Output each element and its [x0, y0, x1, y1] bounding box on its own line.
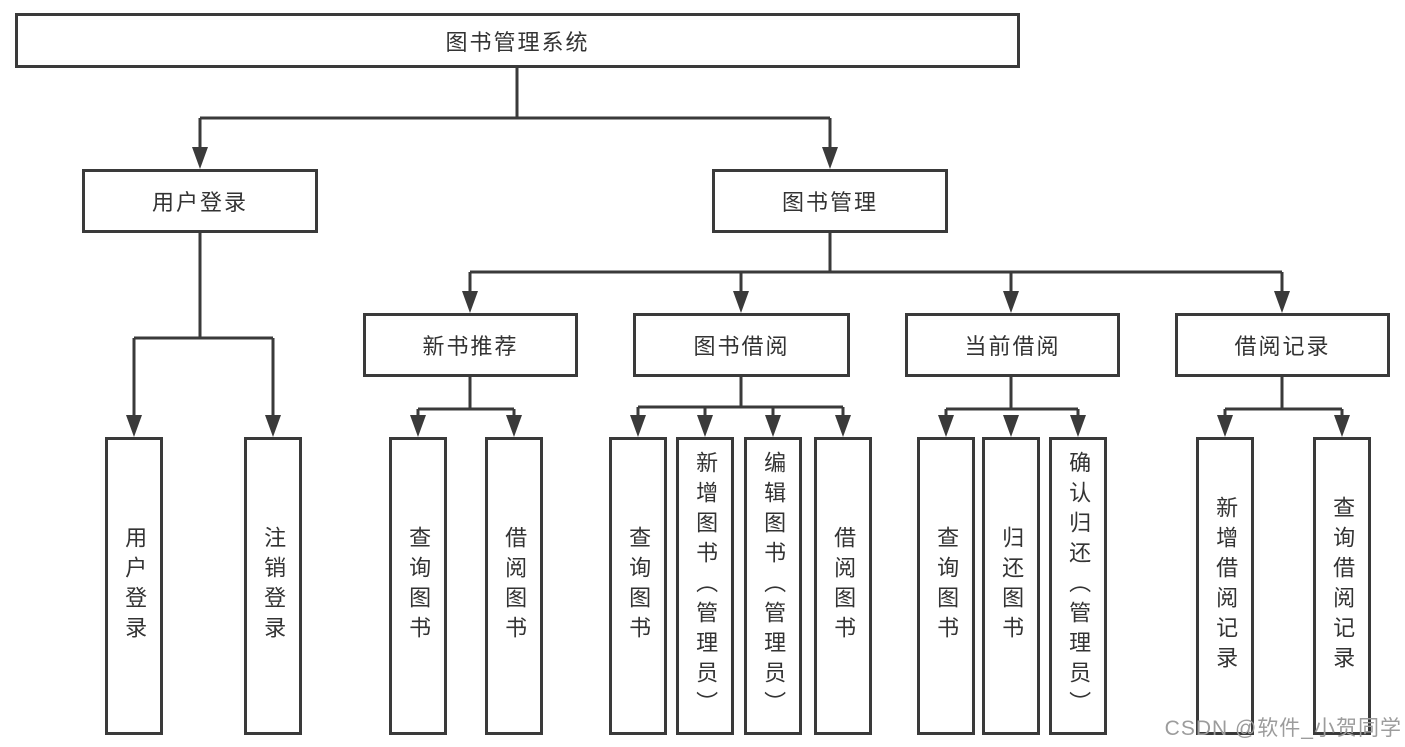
node-book-management: 图书管理 — [712, 169, 948, 233]
node-label: 图书管理 — [781, 190, 878, 215]
node-label: 图书借阅 — [693, 334, 790, 359]
leaf-query-books: 查询图书 — [389, 437, 447, 735]
leaf-label: 编辑图书（管理员） — [761, 451, 787, 721]
node-label: 当前借阅 — [964, 334, 1061, 359]
node-label: 图书管理系统 — [445, 29, 590, 55]
node-book-borrow: 图书借阅 — [633, 313, 850, 377]
leaf-query-borrow-record: 查询借阅记录 — [1313, 437, 1371, 735]
leaf-label: 归还图书 — [999, 526, 1025, 646]
leaf-logout: 注销登录 — [244, 437, 302, 735]
watermark: CSDN @软件_小贺同学 — [1164, 717, 1402, 740]
leaf-label: 借阅图书 — [502, 526, 528, 646]
node-user-login: 用户登录 — [82, 169, 318, 233]
leaf-label: 确认归还（管理员） — [1066, 451, 1092, 721]
leaf-return-books: 归还图书 — [982, 437, 1040, 735]
leaf-add-books-admin: 新增图书（管理员） — [676, 437, 734, 735]
leaf-query-books: 查询图书 — [609, 437, 667, 735]
connector-edges — [132, 67, 1344, 419]
node-label: 借阅记录 — [1234, 334, 1331, 359]
arrowheads — [126, 147, 1350, 437]
leaf-label: 注销登录 — [261, 526, 287, 646]
node-new-book-recommend: 新书推荐 — [363, 313, 578, 377]
leaf-add-borrow-record: 新增借阅记录 — [1196, 437, 1254, 735]
leaf-label: 用户登录 — [122, 526, 148, 646]
node-library-system: 图书管理系统 — [15, 13, 1020, 68]
node-current-borrow: 当前借阅 — [905, 313, 1120, 377]
node-borrow-records: 借阅记录 — [1175, 313, 1390, 377]
leaf-borrow-books: 借阅图书 — [485, 437, 543, 735]
leaf-label: 查询图书 — [626, 526, 652, 646]
leaf-user-login: 用户登录 — [105, 437, 163, 735]
leaf-confirm-return-admin: 确认归还（管理员） — [1049, 437, 1107, 735]
leaf-label: 查询图书 — [934, 526, 960, 646]
leaf-query-books: 查询图书 — [917, 437, 975, 735]
leaf-borrow-books: 借阅图书 — [814, 437, 872, 735]
node-label: 用户登录 — [151, 190, 248, 215]
node-label: 新书推荐 — [422, 334, 519, 359]
leaf-label: 查询图书 — [406, 526, 432, 646]
leaf-label: 借阅图书 — [831, 526, 857, 646]
leaf-edit-books-admin: 编辑图书（管理员） — [744, 437, 802, 735]
leaf-label: 新增借阅记录 — [1213, 496, 1239, 676]
leaf-label: 新增图书（管理员） — [693, 451, 719, 721]
leaf-label: 查询借阅记录 — [1330, 496, 1356, 676]
